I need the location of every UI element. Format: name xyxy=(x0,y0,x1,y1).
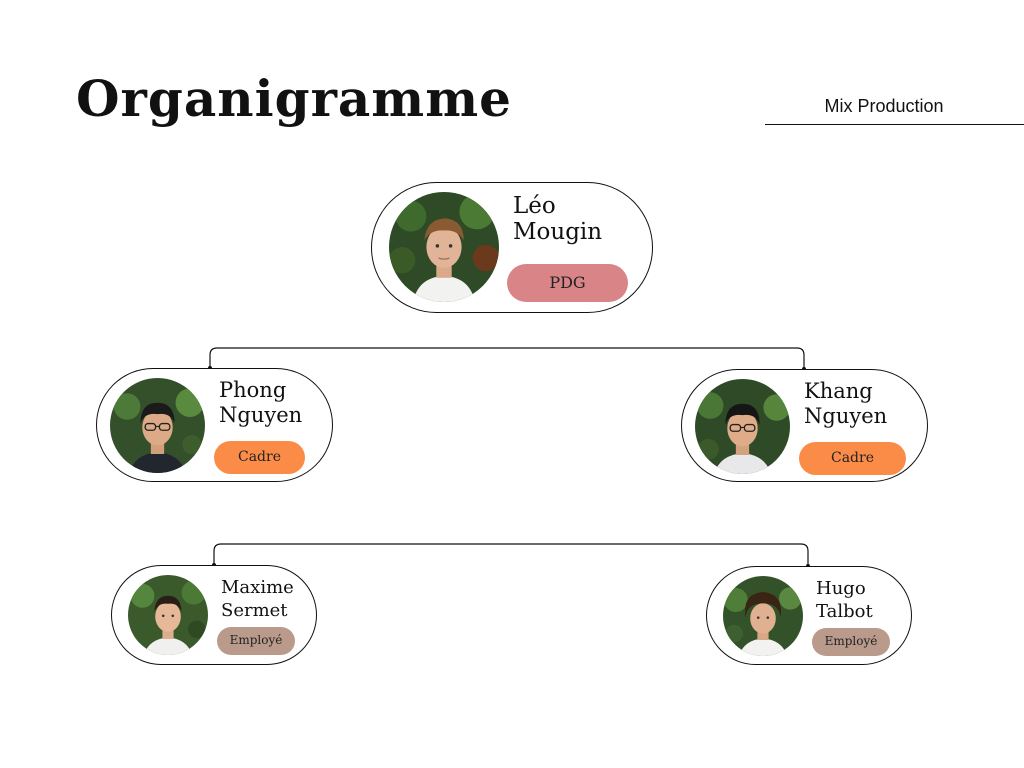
person-card-employee-2: Hugo Talbot Employé xyxy=(706,566,912,665)
connector-managers-employees xyxy=(213,543,809,566)
last-name: Talbot xyxy=(816,600,873,622)
first-name: Maxime xyxy=(221,577,294,598)
role-badge: PDG xyxy=(507,264,628,302)
avatar-hugo-talbot xyxy=(723,576,803,656)
person-card-manager-2: Khang Nguyen Cadre xyxy=(681,369,928,482)
person-card-employee-1: Maxime Sermet Employé xyxy=(111,565,317,665)
last-name: Sermet xyxy=(221,599,288,621)
company-name: Mix Production xyxy=(824,96,944,116)
avatar-leo-mougin xyxy=(389,192,499,302)
role-badge: Employé xyxy=(217,627,295,655)
page-title: Organigramme xyxy=(76,69,512,128)
company-underline xyxy=(765,124,1024,125)
person-card-ceo: Léo Mougin PDG xyxy=(371,182,653,313)
person-card-manager-1: Phong Nguyen Cadre xyxy=(96,368,333,482)
person-name: Hugo Talbot xyxy=(816,578,873,623)
last-name: Nguyen xyxy=(804,404,888,429)
first-name: Hugo xyxy=(816,578,866,599)
avatar-maxime-sermet xyxy=(128,575,208,655)
role-badge: Cadre xyxy=(799,442,906,475)
role-badge: Employé xyxy=(812,628,890,656)
first-name: Léo xyxy=(513,193,556,219)
first-name: Khang xyxy=(804,379,873,403)
person-name: Léo Mougin xyxy=(513,193,602,246)
first-name: Phong xyxy=(219,378,287,402)
role-badge: Cadre xyxy=(214,441,305,474)
person-name: Khang Nguyen xyxy=(804,379,887,429)
avatar-khang-nguyen xyxy=(695,379,790,474)
avatar-phong-nguyen xyxy=(110,378,205,473)
person-name: Maxime Sermet xyxy=(221,577,294,622)
last-name: Mougin xyxy=(513,219,603,246)
connector-ceo-managers xyxy=(209,347,805,369)
person-name: Phong Nguyen xyxy=(219,378,302,428)
last-name: Nguyen xyxy=(219,403,303,428)
